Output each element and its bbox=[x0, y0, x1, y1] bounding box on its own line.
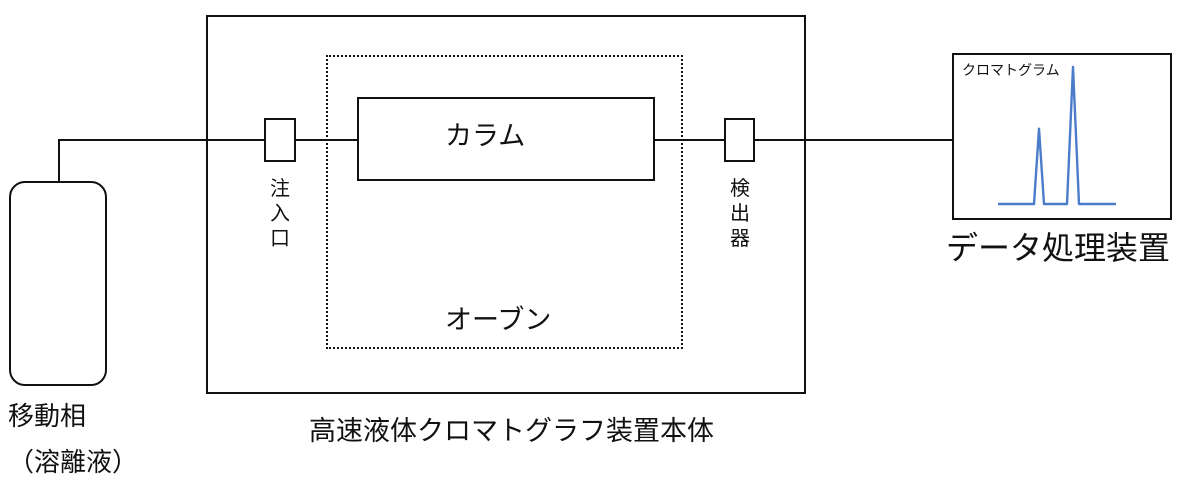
hplc-main-body-label: 高速液体クロマトグラフ装置本体 bbox=[309, 416, 714, 447]
chromatogram-plot bbox=[998, 65, 1116, 206]
tube-reservoir-to-injector bbox=[58, 139, 264, 141]
hplc-main-body bbox=[206, 15, 806, 394]
detector bbox=[724, 118, 755, 162]
injector-label-char-2: 入 bbox=[270, 201, 290, 225]
detector-label: 検 出 器 bbox=[729, 176, 751, 251]
mobile-phase-reservoir bbox=[9, 181, 107, 386]
detector-label-char-2: 出 bbox=[730, 201, 750, 225]
chromatogram-title: クロマトグラム bbox=[962, 63, 1060, 79]
oven-label: オーブン bbox=[445, 305, 552, 336]
column bbox=[357, 97, 655, 181]
injector bbox=[264, 118, 296, 162]
data-processor-label: データ処理装置 bbox=[946, 229, 1171, 267]
chromatogram-trace bbox=[998, 65, 1116, 206]
detector-label-char-1: 検 bbox=[730, 176, 750, 200]
oven bbox=[326, 55, 683, 349]
injector-label-char-3: 口 bbox=[270, 226, 290, 250]
injector-label-char-1: 注 bbox=[270, 176, 290, 200]
tube-reservoir-vertical bbox=[58, 140, 60, 182]
mobile-phase-sublabel: （溶離液） bbox=[8, 448, 139, 478]
column-label: カラム bbox=[445, 121, 526, 152]
detector-label-char-3: 器 bbox=[730, 226, 750, 250]
injector-label: 注 入 口 bbox=[269, 176, 291, 251]
tube-column-to-detector bbox=[654, 139, 724, 141]
mobile-phase-label: 移動相 bbox=[8, 402, 87, 432]
data-processor-screen bbox=[952, 53, 1172, 220]
tube-detector-to-data-processor bbox=[755, 139, 952, 141]
